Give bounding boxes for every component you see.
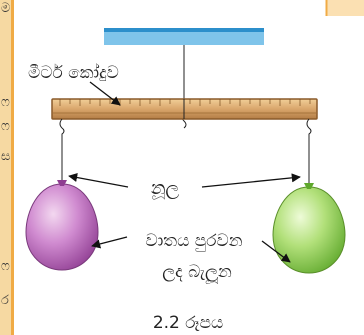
left-balloon-knot [57,180,67,186]
left-balloon-body [25,183,99,271]
left-strip-glyph: ෆ [1,95,10,110]
left-strip-glyph: ම [1,1,10,16]
left-strip-glyph: ෆ [1,259,10,274]
ruler-label-arrow [89,81,121,106]
ceiling-bar [104,28,264,45]
balloon-left-arrow [91,236,128,249]
right-balloon-knot [304,183,314,189]
left-strip-glyphs: ම ෆ ෆ ස ෆ ර [1,1,10,308]
left-strip-glyph: ෆ [1,119,10,134]
left-strip-glyph: ර [1,293,9,308]
ceiling-bar-top-edge [104,28,264,32]
balloon-label-line1: වාතය පුරවන [145,231,242,251]
figure-caption: 2.2 රූපය [153,313,223,333]
balloon-right-arrow [261,240,291,263]
thread-left-arrow [68,173,129,188]
right-balloon-thread [306,118,312,183]
right-page-strip [326,0,364,16]
thread-right-arrow [201,173,301,188]
balloon-label-line2: ලද බැලූන [162,262,232,285]
right-balloon [272,183,346,274]
left-balloon-thread [59,118,65,180]
right-balloon-body [272,186,346,274]
left-strip-glyph: ස [1,149,10,164]
thread-label: නූල [151,178,180,199]
left-page-strip [0,0,12,335]
left-balloon [25,180,99,271]
meter-ruler-label: මීටර් කෝදුව [28,63,119,83]
